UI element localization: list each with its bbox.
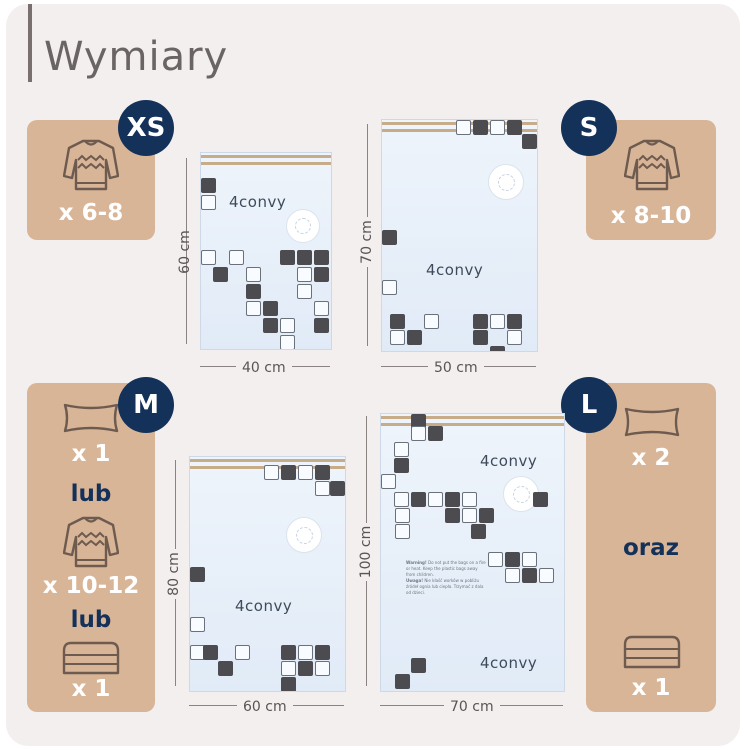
brand-logo: 4convy <box>235 597 293 615</box>
page-title: Wymiary <box>44 34 229 80</box>
xs-height-label: 60 cm <box>177 230 193 274</box>
brand-logo: 4convy <box>426 261 484 279</box>
m-vacuum-bag: 4convy <box>189 456 346 692</box>
s-vacuum-bag: 4convy <box>381 119 538 352</box>
m-or-label-2: lub <box>70 607 112 633</box>
l-height-label: 100 cm <box>358 523 374 581</box>
valve-icon <box>488 164 524 200</box>
l-duvet-count: x 1 <box>631 675 671 701</box>
m-pillow-count: x 1 <box>71 441 111 467</box>
m-duvet-count: x 1 <box>71 676 111 702</box>
xs-vacuum-bag: 4convy <box>200 152 332 350</box>
brand-logo: 4convy <box>229 193 287 211</box>
sweater-icon <box>63 139 119 191</box>
brand-logo-bottom: 4convy <box>480 654 538 672</box>
l-capacity-card: x 2 oraz x 1 <box>586 383 716 712</box>
sweater-icon <box>624 139 680 191</box>
m-or-label-1: lub <box>70 481 112 507</box>
valve-icon <box>286 517 322 553</box>
s-sweater-count: x 8-10 <box>610 203 692 229</box>
l-vacuum-bag: 4convy 4convy Warning! Do not put the ba… <box>380 413 565 692</box>
l-size-badge: L <box>561 377 617 433</box>
m-sweater-count: x 10-12 <box>42 573 140 599</box>
m-capacity-card: x 1 lub x 10-12 lub x 1 <box>27 383 155 712</box>
m-size-badge: M <box>118 377 174 433</box>
l-width-label: 70 cm <box>444 699 500 715</box>
pillow-icon <box>624 407 680 437</box>
pillow-icon <box>63 403 119 433</box>
valve-icon <box>286 209 320 243</box>
s-width-label: 50 cm <box>428 360 484 376</box>
warning-notice: Warning! Do not put the bags on a fire o… <box>406 560 486 595</box>
xs-width-label: 40 cm <box>236 360 292 376</box>
s-height-label: 70 cm <box>359 217 375 267</box>
brand-logo: 4convy <box>480 452 538 470</box>
sweater-icon <box>63 516 119 568</box>
l-pillow-count: x 2 <box>631 445 671 471</box>
s-size-badge: S <box>561 100 617 156</box>
title-accent-bar <box>28 4 32 82</box>
m-height-label: 80 cm <box>166 549 182 599</box>
duvet-icon <box>623 635 681 669</box>
xs-height-line <box>186 158 187 344</box>
xs-sweater-count: x 6-8 <box>58 200 124 226</box>
l-and-label: oraz <box>622 535 680 561</box>
m-width-label: 60 cm <box>237 699 293 715</box>
duvet-icon <box>62 641 120 675</box>
xs-size-badge: XS <box>118 100 174 156</box>
